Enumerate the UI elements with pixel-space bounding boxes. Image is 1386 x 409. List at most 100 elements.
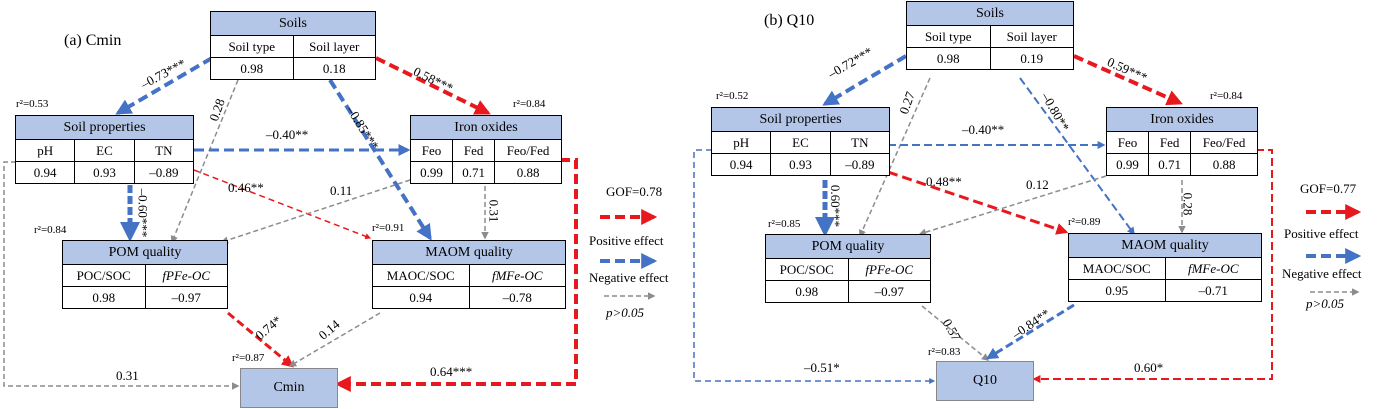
panel-a-soils-box: Soils Soil type Soil layer 0.98 0.18 bbox=[210, 11, 376, 80]
legend-b-positive: Positive effect bbox=[1284, 226, 1359, 241]
soils-value-type: 0.98 bbox=[907, 48, 991, 69]
soil-props-header: Soil properties bbox=[16, 116, 193, 140]
iron-header: Iron oxides bbox=[1107, 108, 1257, 132]
maom-label: fMFe-OC bbox=[491, 268, 543, 283]
iron-label: Fed bbox=[1149, 132, 1192, 153]
soils-label-type: Soil type bbox=[211, 36, 294, 57]
panel-b-title: (b) Q10 bbox=[764, 12, 815, 29]
legend-a-gof: GOF=0.78 bbox=[606, 184, 663, 199]
legend-b-ns: p>0.05 bbox=[1306, 296, 1345, 311]
pom-r2: r²=0.84 bbox=[34, 224, 67, 236]
iron-value: 0.99 bbox=[411, 162, 454, 183]
arrow-b-props-maom bbox=[887, 170, 1069, 235]
legend-a-negative: Negative effect bbox=[589, 270, 669, 285]
arrow-a-soils-pom bbox=[170, 79, 239, 244]
iron-value: 0.99 bbox=[1107, 154, 1150, 175]
panel-b-arrows bbox=[693, 54, 1273, 384]
arrow-b-pom-target bbox=[921, 305, 990, 361]
iron-label: Feo/Fed bbox=[1202, 135, 1246, 150]
arrow-b-soils-iron bbox=[1073, 54, 1183, 106]
target-r2: r²=0.83 bbox=[928, 346, 961, 358]
pom-header: POM quality bbox=[766, 235, 930, 259]
iron-value: 0.71 bbox=[1149, 154, 1192, 175]
legend-a-ns: p>0.05 bbox=[606, 305, 645, 320]
panel-a-maom-box: MAOM quality MAOC/SOC fMFe-OC 0.94 –0.78 bbox=[372, 240, 566, 309]
maom-value: –0.71 bbox=[1165, 280, 1261, 301]
iron-label: Feo bbox=[1107, 132, 1150, 153]
pom-label: POC/SOC bbox=[766, 259, 849, 280]
soil-props-value: 0.93 bbox=[75, 162, 135, 183]
iron-label: Feo bbox=[411, 140, 454, 161]
arrow-a-maom-target bbox=[288, 312, 381, 367]
arrow-b-iron-target bbox=[1032, 149, 1273, 383]
arrow-a-props-maom bbox=[193, 169, 372, 240]
soil-props-value: 0.94 bbox=[712, 154, 772, 175]
iron-value: 0.88 bbox=[1191, 154, 1257, 175]
coef-props-iron: –0.40** bbox=[266, 127, 309, 142]
maom-label: fMFe-OC bbox=[1187, 261, 1239, 276]
panel-b-soils-box: Soils Soil type Soil layer 0.98 0.19 bbox=[906, 1, 1074, 70]
pom-label: POC/SOC bbox=[63, 265, 146, 286]
arrow-a-iron-pom bbox=[220, 179, 411, 244]
soil-props-label: TN bbox=[851, 135, 869, 150]
arrow-b-soils-maom bbox=[1019, 77, 1135, 236]
iron-value: 0.71 bbox=[453, 162, 496, 183]
panel-b-soil-props-box: Soil properties pH EC TN 0.94 0.93 –0.89 bbox=[711, 107, 890, 176]
maom-header: MAOM quality bbox=[1069, 234, 1261, 258]
maom-header: MAOM quality bbox=[373, 241, 565, 265]
coef-props-pom: –0.60*** bbox=[135, 188, 151, 238]
coef-iron-maom: 0.28 bbox=[1180, 192, 1196, 216]
soils-value-layer: 0.19 bbox=[990, 48, 1073, 69]
arrow-b-maom-target bbox=[985, 303, 1075, 360]
coef-iron-maom: 0.31 bbox=[486, 199, 502, 223]
soils-value-layer: 0.18 bbox=[293, 58, 375, 79]
panel-b-iron-box: Iron oxides Feo Fed Feo/Fed 0.99 0.71 0.… bbox=[1106, 107, 1258, 176]
soil-props-label: pH bbox=[712, 132, 772, 153]
soil-props-header: Soil properties bbox=[712, 108, 889, 132]
coef-iron-target: 0.64*** bbox=[430, 364, 473, 379]
arrow-a-soils-props bbox=[115, 56, 214, 115]
panel-a-target-box: Cmin bbox=[240, 368, 338, 408]
coef-props-maom: 0.46** bbox=[228, 180, 264, 195]
soil-props-value: –0.89 bbox=[134, 162, 193, 183]
soil-props-r2: r²=0.53 bbox=[16, 98, 49, 110]
soil-props-value: –0.89 bbox=[830, 154, 889, 175]
panel-a-title: (a) Cmin bbox=[64, 32, 122, 49]
maom-r2: r²=0.89 bbox=[1068, 216, 1101, 228]
arrow-b-soils-pom bbox=[859, 77, 931, 238]
target-r2: r²=0.87 bbox=[232, 352, 265, 364]
arrow-a-soils-iron bbox=[375, 56, 491, 115]
legend-b-negative: Negative effect bbox=[1282, 266, 1362, 281]
panel-a-pom-box: POM quality POC/SOC fPFe-OC 0.98 –0.97 bbox=[62, 240, 228, 309]
arrow-b-props-target bbox=[693, 149, 936, 384]
soils-header: Soils bbox=[211, 12, 375, 36]
arrow-a-props-target bbox=[3, 161, 240, 390]
maom-r2: r²=0.91 bbox=[372, 222, 405, 234]
maom-label: MAOC/SOC bbox=[1069, 258, 1166, 279]
maom-value: 0.95 bbox=[1069, 280, 1166, 301]
coef-props-maom: 0.48** bbox=[926, 174, 962, 189]
arrow-a-iron-target bbox=[334, 158, 578, 392]
soil-props-value: 0.94 bbox=[16, 162, 76, 183]
pom-r2: r²=0.85 bbox=[768, 218, 801, 230]
iron-header: Iron oxides bbox=[411, 116, 561, 140]
panel-a-soil-props-box: Soil properties pH EC TN 0.94 0.93 –0.89 bbox=[15, 115, 194, 184]
legend-a-positive: Positive effect bbox=[589, 233, 664, 248]
maom-value: 0.94 bbox=[373, 287, 470, 308]
panel-a-arrows bbox=[3, 56, 578, 392]
panel-b-target-box: Q10 bbox=[936, 361, 1034, 401]
soils-header: Soils bbox=[907, 2, 1073, 26]
pom-label: fPFe-OC bbox=[162, 268, 211, 283]
soils-value-type: 0.98 bbox=[211, 58, 294, 79]
legend-a-swatches bbox=[600, 209, 658, 300]
pom-value: 0.98 bbox=[766, 281, 849, 302]
soil-props-label: EC bbox=[75, 140, 135, 161]
pom-value: –0.97 bbox=[145, 287, 227, 308]
coef-iron-pom: 0.12 bbox=[1026, 177, 1049, 192]
pom-value: –0.97 bbox=[848, 281, 930, 302]
soil-props-label: pH bbox=[16, 140, 76, 161]
iron-label: Fed bbox=[453, 140, 496, 161]
arrow-a-pom-target bbox=[227, 311, 294, 368]
iron-label: Feo/Fed bbox=[506, 143, 550, 158]
